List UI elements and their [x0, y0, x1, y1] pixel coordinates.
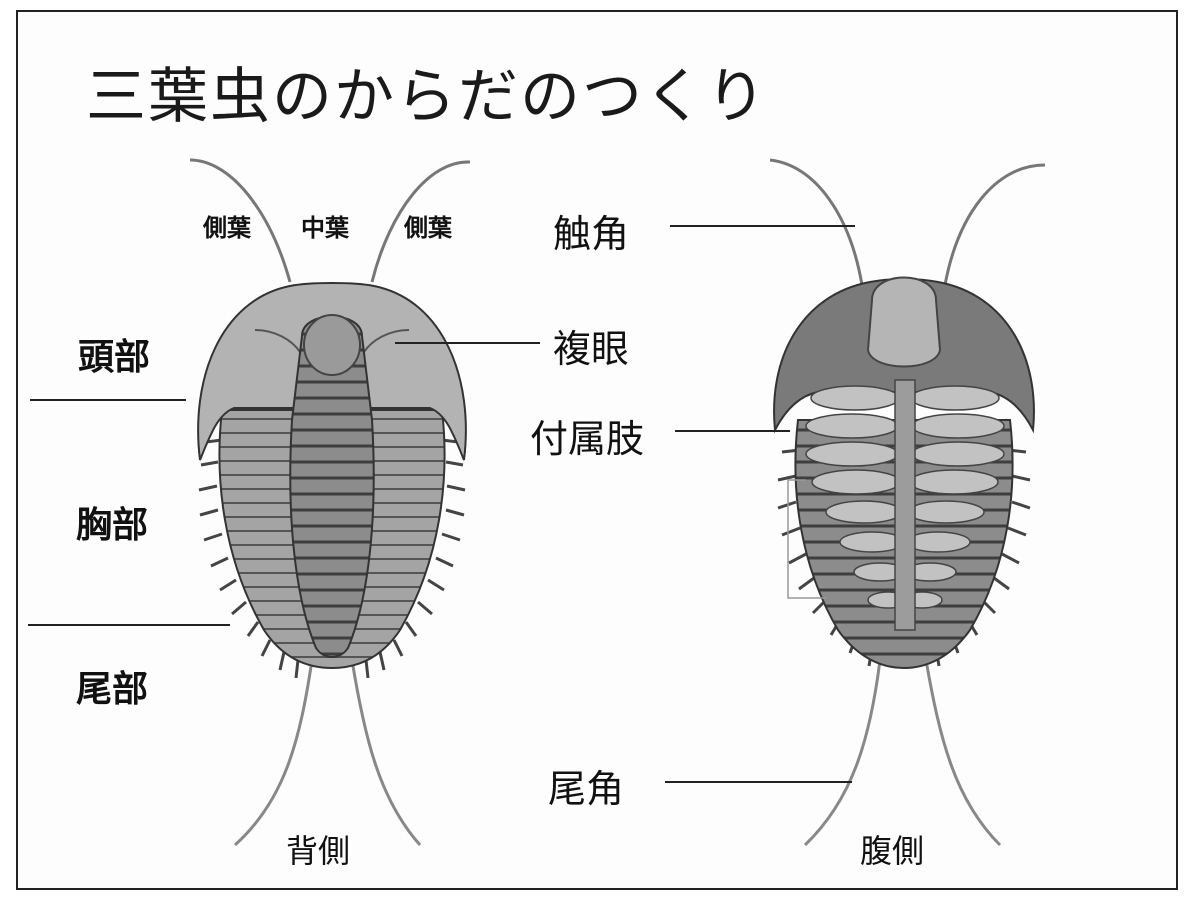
- ventral-view-label: 腹側: [860, 832, 925, 870]
- thorax-label: 胸部: [76, 505, 149, 546]
- tail-spine-label: 尾角: [548, 767, 625, 811]
- dorsal-tail-spine-right: [350, 659, 422, 846]
- lateral-lobe-left-label: 側葉: [203, 214, 251, 242]
- ventral-tail-spine-right: [924, 659, 1002, 847]
- ventral-antenna-right: [943, 163, 1046, 286]
- lateral-lobe-right-label: 側葉: [404, 214, 452, 242]
- dorsal-view-label: 背側: [286, 832, 351, 870]
- axial-lobe-label: 中葉: [301, 214, 349, 242]
- dorsal-tail-spine-left: [233, 659, 314, 847]
- ventral-antenna-left: [769, 158, 864, 286]
- ventral-trilobite: [769, 158, 1046, 847]
- dorsal-antenna-left: [189, 158, 292, 283]
- head-label: 頭部: [78, 337, 151, 378]
- antenna-label: 触角: [553, 212, 630, 256]
- appendage-label: 付属肢: [530, 417, 645, 461]
- ventral-hypostome: [866, 276, 942, 368]
- compound-eye-label: 複眼: [553, 327, 630, 371]
- ventral-tail-spine-left: [803, 659, 882, 847]
- leader-lines: [28, 225, 855, 783]
- dorsal-trilobite: [189, 158, 471, 847]
- dorsal-axial-lobe: [289, 315, 375, 658]
- diagram-title: 三葉虫のからだのつくり: [86, 62, 768, 132]
- dorsal-leg-spikes: [198, 438, 466, 679]
- ventral-appendages: [805, 385, 1005, 609]
- tail-label: 尾部: [76, 669, 149, 710]
- dorsal-antenna-right: [370, 160, 471, 283]
